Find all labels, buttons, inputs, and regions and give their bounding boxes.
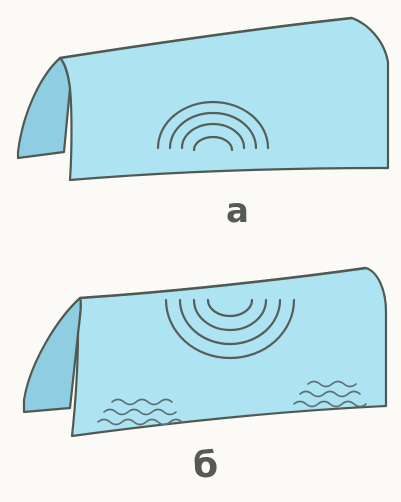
cloth-b-back-fold	[24, 298, 81, 412]
cloth-a-front	[60, 18, 388, 180]
cloth-panel-a	[18, 18, 388, 180]
cloth-a-back-fold	[18, 58, 70, 158]
cloth-b-front	[72, 268, 386, 436]
panel-label-b: б	[193, 448, 218, 484]
cloth-panel-b	[24, 268, 386, 436]
panel-label-a: а	[226, 194, 249, 228]
